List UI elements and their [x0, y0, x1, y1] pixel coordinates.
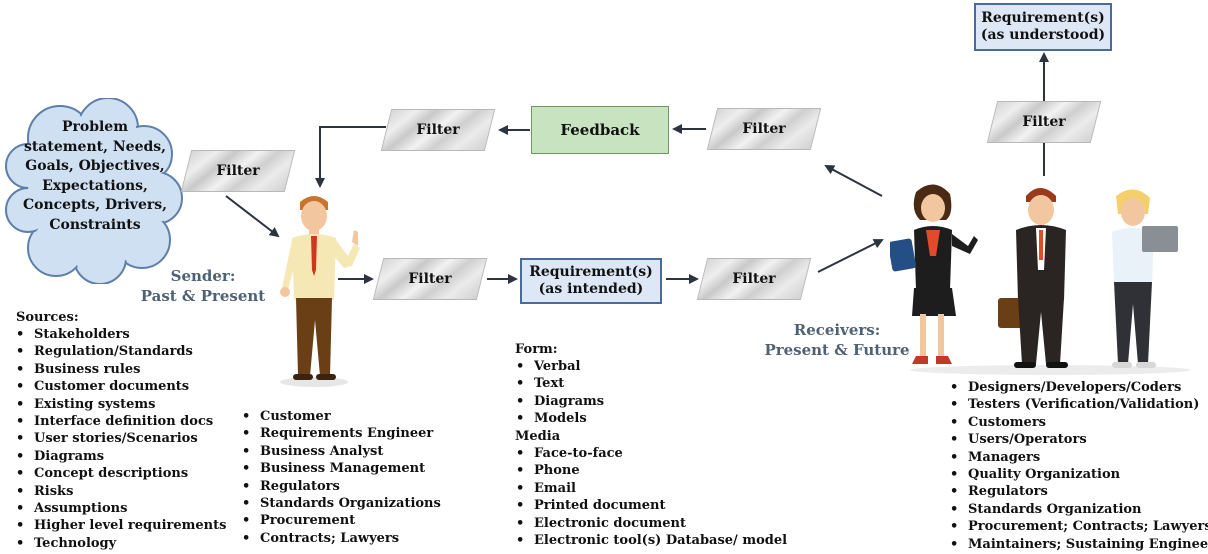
list-item: Diagrams	[14, 448, 226, 466]
filter-label: Filter	[216, 163, 260, 179]
receiver-man-illustration	[998, 188, 1068, 368]
list-item: Requirements Engineer	[240, 425, 441, 443]
list-item: Designers/Developers/Coders	[948, 379, 1208, 397]
list-item: Customer	[240, 408, 441, 426]
filter-label: Filter	[416, 122, 460, 138]
list-item: Diagrams	[514, 393, 604, 411]
filter-sender-output: Filter	[372, 258, 488, 300]
cloud-line: Expectations,	[42, 177, 148, 194]
cloud-line: Constraints	[49, 216, 141, 233]
list-item: Contracts; Lawyers	[240, 530, 441, 548]
problem-statement-cloud	[5, 98, 183, 284]
receivers-label-line: Receivers:	[793, 321, 881, 339]
cloud-line: Concepts, Drivers,	[23, 197, 167, 213]
filter-receiver-input: Filter	[696, 258, 812, 300]
receiver-woman-illustration	[890, 184, 978, 364]
senders-list: Customer Requirements Engineer Business …	[240, 408, 441, 548]
filter-label: Filter	[408, 271, 452, 287]
list-item: Standards Organizations	[240, 495, 441, 513]
list-item: Technology	[14, 535, 226, 553]
list-item: Testers (Verification/Validation)	[948, 396, 1208, 414]
list-item: Email	[514, 480, 787, 498]
cloud-text: Problem statement, Needs, Goals, Objecti…	[10, 118, 180, 235]
arrow-filter-to-receivers	[817, 239, 884, 273]
sources-list: Stakeholders Regulation/Standards Busine…	[14, 326, 226, 553]
list-item: Assumptions	[14, 500, 226, 518]
form-heading: Form:	[515, 342, 558, 357]
receiver-woman-laptop-illustration	[1112, 189, 1178, 368]
arrow-filter-to-sender-top	[315, 126, 386, 188]
sender-label-line: Sender:	[170, 267, 236, 285]
list-item: Verbal	[514, 358, 604, 376]
arrow-filter-to-sender	[225, 195, 280, 238]
sources-heading: Sources:	[16, 310, 79, 325]
list-item: Models	[514, 410, 604, 428]
list-item: Face-to-face	[514, 445, 787, 463]
list-item: Stakeholders	[14, 326, 226, 344]
sender-label: Sender: Past & Present	[140, 266, 266, 306]
list-item: Existing systems	[14, 396, 226, 414]
receivers-people-illustration	[890, 184, 1190, 375]
list-item: Users/Operators	[948, 431, 1208, 449]
list-item: Procurement	[240, 512, 441, 530]
requirements-understood-line: (as understood)	[980, 27, 1106, 43]
list-item: Regulation/Standards	[14, 343, 226, 361]
list-item: Interface definition docs	[14, 413, 226, 431]
sender-label-line: Past & Present	[140, 287, 266, 305]
list-item: Text	[514, 375, 604, 393]
list-item: Electronic document	[514, 515, 787, 533]
cloud-line: Goals, Objectives,	[25, 158, 165, 174]
list-item: Concept descriptions	[14, 465, 226, 483]
filter-label: Filter	[742, 121, 786, 137]
receivers-label: Receivers: Present & Future	[762, 320, 912, 360]
filter-label: Filter	[732, 271, 776, 287]
cloud-line: Problem	[61, 119, 129, 135]
feedback-label: Feedback	[560, 121, 640, 139]
filter-feedback-right: Filter	[706, 108, 822, 150]
list-item: Regulators	[948, 483, 1208, 501]
requirements-understood-box: Requirement(s) (as understood)	[974, 3, 1112, 51]
list-item: Procurement; Contracts; Lawyers	[948, 518, 1208, 536]
list-item: Business rules	[14, 361, 226, 379]
filter-feedback-left: Filter	[380, 109, 496, 151]
list-item: Business Management	[240, 460, 441, 478]
list-item: Printed document	[514, 497, 787, 515]
cloud-line: statement, Needs,	[23, 138, 167, 155]
list-item: Phone	[514, 462, 787, 480]
list-item: User stories/Scenarios	[14, 430, 226, 448]
filter-receiver-output: Filter	[986, 101, 1102, 143]
list-item: Quality Organization	[948, 466, 1208, 484]
receivers-list: Designers/Developers/Coders Testers (Ver…	[948, 379, 1208, 553]
feedback-box: Feedback	[531, 106, 669, 154]
arrow-receivers-to-filter	[824, 165, 883, 197]
requirements-intended-box: Requirement(s) (as intended)	[520, 258, 662, 304]
list-item: Risks	[14, 483, 226, 501]
list-item: Electronic tool(s) Database/ model	[514, 532, 787, 550]
list-item: Customer documents	[14, 378, 226, 396]
receivers-label-line: Present & Future	[764, 341, 910, 359]
list-item: Regulators	[240, 478, 441, 496]
list-item: Maintainers; Sustaining Engineers	[948, 536, 1208, 554]
sender-person-illustration	[280, 196, 360, 387]
list-item: Standards Organization	[948, 501, 1208, 519]
filter-cloud: Filter	[180, 150, 296, 192]
requirements-intended-line: (as intended)	[538, 281, 644, 297]
media-heading: Media	[515, 429, 561, 444]
list-item: Higher level requirements	[14, 517, 226, 535]
list-item: Managers	[948, 449, 1208, 467]
requirements-intended-line: Requirement(s)	[529, 264, 653, 280]
list-item: Customers	[948, 414, 1208, 432]
requirements-understood-line: Requirement(s)	[981, 10, 1105, 26]
list-item: Business Analyst	[240, 443, 441, 461]
form-list: Verbal Text Diagrams Models	[514, 358, 604, 428]
media-list: Face-to-face Phone Email Printed documen…	[514, 445, 787, 550]
filter-label: Filter	[1022, 114, 1066, 130]
